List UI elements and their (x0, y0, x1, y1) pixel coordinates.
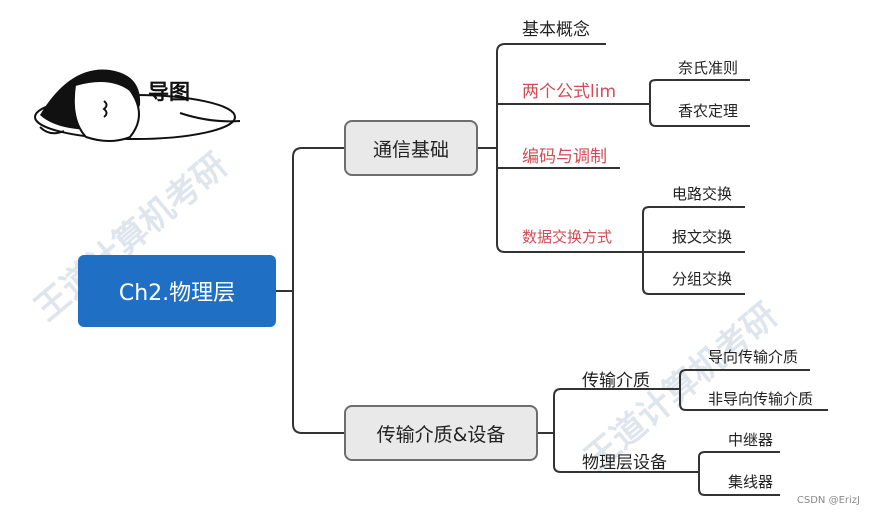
subtopic-shannon[interactable]: 香农定理 (678, 102, 739, 120)
credit-label: CSDN @ErizJ (796, 495, 860, 506)
subtopic-circuit-switching[interactable]: 电路交换 (672, 185, 733, 203)
topic-basic-concepts[interactable]: 基本概念 (522, 20, 590, 40)
topic-two-formulas[interactable]: 两个公式lim (522, 82, 617, 102)
branch-node-communication-basics[interactable]: 通信基础 (344, 120, 478, 176)
subtopic-repeater[interactable]: 中继器 (728, 431, 774, 449)
meme-caption: 导图 (148, 80, 190, 104)
subtopic-hub[interactable]: 集线器 (728, 473, 774, 491)
subtopic-nyquist[interactable]: 奈氏准则 (678, 59, 739, 77)
topic-encoding-modulation[interactable]: 编码与调制 (522, 147, 607, 167)
topic-physical-layer-devices[interactable]: 物理层设备 (582, 453, 667, 473)
topic-data-switching[interactable]: 数据交换方式 (522, 228, 613, 246)
subtopic-message-switching[interactable]: 报文交换 (672, 228, 733, 246)
sleeping-character-illustration (34, 69, 241, 142)
subtopic-guided-media[interactable]: 导向传输介质 (708, 348, 799, 366)
branch-node-transmission-media-devices[interactable]: 传输介质&设备 (344, 405, 538, 461)
subtopic-unguided-media[interactable]: 非导向传输介质 (708, 390, 814, 408)
root-node[interactable]: Ch2.物理层 (78, 255, 276, 327)
subtopic-packet-switching[interactable]: 分组交换 (672, 270, 733, 288)
topic-transmission-media[interactable]: 传输介质 (582, 371, 650, 391)
